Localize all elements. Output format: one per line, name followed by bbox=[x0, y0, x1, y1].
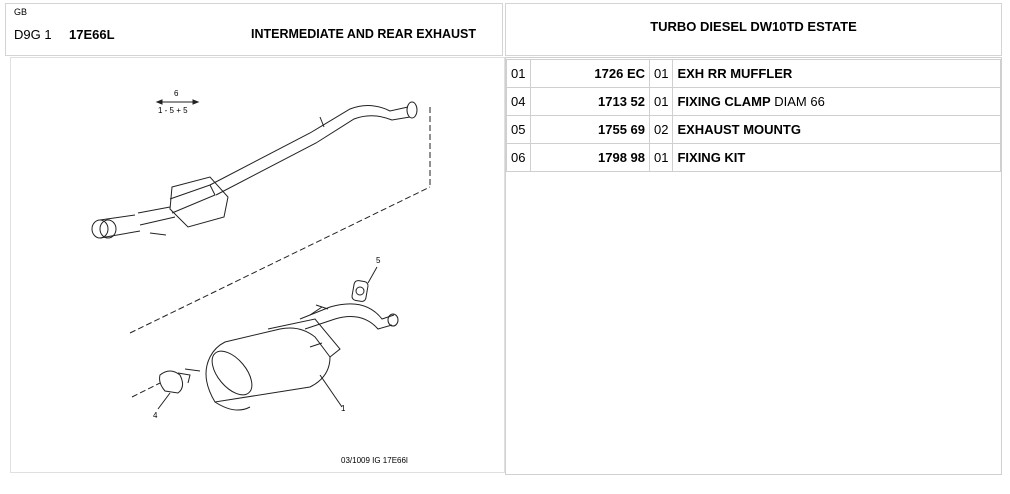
callout-ref: 1 - 5 + 5 bbox=[158, 106, 188, 115]
parts-panel bbox=[505, 57, 1002, 475]
part-reference: 1798 98 bbox=[530, 143, 650, 172]
top-callout: 6 1 - 5 + 5 bbox=[155, 89, 200, 115]
part-reference: 1713 52 bbox=[530, 87, 650, 116]
header-left-panel: GB D9G 1 17E66L INTERMEDIATE AND REAR EX… bbox=[5, 3, 503, 56]
part-quantity: 02 bbox=[648, 115, 674, 144]
part-name: FIXING CLAMP bbox=[677, 94, 771, 109]
part-index: 05 bbox=[506, 115, 531, 144]
section-title: INTERMEDIATE AND REAR EXHAUST bbox=[251, 27, 477, 41]
plate-code: 17E66L bbox=[69, 27, 115, 42]
vehicle-title: TURBO DIESEL DW10TD ESTATE bbox=[650, 19, 857, 34]
diagram-caption: 03/1009 IG 17E66l bbox=[341, 456, 408, 465]
part-name: EXH RR MUFFLER bbox=[677, 66, 793, 81]
part-quantity: 01 bbox=[648, 59, 674, 88]
fixing-clamp: 4 bbox=[131, 370, 191, 420]
part-description: EXHAUST MOUNTG bbox=[672, 115, 1001, 144]
part-reference: 1726 EC bbox=[530, 59, 650, 88]
part-index: 04 bbox=[506, 87, 531, 116]
callout-4: 4 bbox=[153, 411, 158, 420]
exhaust-mount: 5 bbox=[351, 256, 381, 302]
part-description: FIXING KIT bbox=[672, 143, 1001, 172]
part-quantity: 01 bbox=[648, 143, 674, 172]
part-description: EXH RR MUFFLER bbox=[672, 59, 1001, 88]
alignment-line bbox=[129, 186, 431, 334]
callout-1: 1 bbox=[341, 404, 346, 413]
group-code: D9G 1 bbox=[14, 27, 52, 42]
exhaust-diagram: 6 1 - 5 + 5 1 bbox=[91, 89, 431, 465]
part-reference: 1755 69 bbox=[530, 115, 650, 144]
part-name: EXHAUST MOUNTG bbox=[677, 122, 801, 137]
part-name: FIXING KIT bbox=[677, 150, 746, 165]
callout-5: 5 bbox=[376, 256, 381, 265]
part-quantity: 01 bbox=[648, 87, 674, 116]
diagram-panel bbox=[10, 57, 505, 473]
rear-muffler: 1 bbox=[184, 303, 399, 413]
language-code: GB bbox=[14, 7, 28, 17]
callout-6: 6 bbox=[174, 89, 179, 98]
part-index: 01 bbox=[506, 59, 531, 88]
intermediate-pipe bbox=[91, 101, 418, 239]
part-detail: DIAM 66 bbox=[770, 94, 825, 109]
part-description: FIXING CLAMP DIAM 66 bbox=[672, 87, 1001, 116]
part-index: 06 bbox=[506, 143, 531, 172]
header-right-panel: TURBO DIESEL DW10TD ESTATE bbox=[505, 3, 1002, 56]
